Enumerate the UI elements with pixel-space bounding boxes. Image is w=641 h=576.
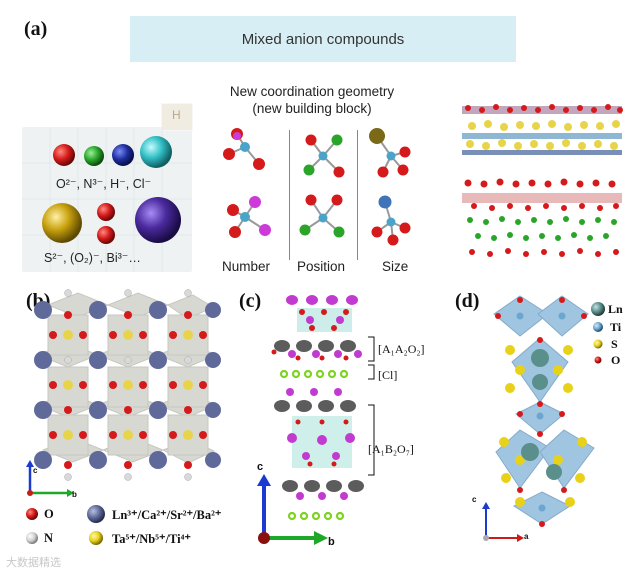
peroxide-sphere-bottom (97, 226, 115, 244)
legend-o-text: O (44, 507, 54, 522)
axis-label-c-d: c (472, 495, 476, 504)
legend-d-ln: Ln (608, 302, 623, 317)
oxygen-sphere (53, 144, 75, 166)
geometry-label-size: Size (382, 259, 408, 274)
bracket-label-a1a2o2: [A₁A₂O₂] (378, 342, 425, 357)
bismuth-sphere (135, 197, 181, 243)
ion-row2-label: S²⁻, (O₂)⁻, Bi³⁻… (44, 250, 141, 265)
axes-panel-c (250, 470, 340, 550)
legend-n-marker (26, 532, 38, 544)
axis-label-c-c: c (257, 461, 263, 473)
geometry-title: New coordination geometry (new building … (222, 83, 402, 117)
legend-n-text: N (44, 531, 53, 546)
geometry-title-line2: (new building block) (222, 100, 402, 117)
legend-d-o: O (611, 353, 620, 368)
axis-label-a-d: a (524, 532, 528, 541)
watermark: 大数据精选 (6, 554, 61, 570)
layered-structure-top (462, 104, 623, 155)
hydride-sphere (112, 144, 134, 166)
corner-element-label: H (172, 108, 181, 122)
geometry-label-number: Number (222, 259, 270, 274)
nitrogen-sphere (84, 146, 104, 166)
legend-s-marker-d (594, 340, 603, 349)
legend-d-s: S (611, 337, 618, 352)
axis-label-b-b: b (72, 490, 77, 499)
panel-d-label: (d) (455, 290, 479, 313)
oxysulfide-structure-d (490, 292, 598, 532)
geometry-label-position: Position (297, 259, 345, 274)
legend-ti-marker-d (593, 322, 603, 332)
legend-ta-marker (89, 531, 103, 545)
layered-structure-bottom (462, 179, 622, 258)
axis-label-c-b: c (33, 466, 37, 475)
panel-c-label: (c) (239, 290, 261, 313)
bracket-label-a1b2o7: [A₁B₂O₇] (368, 442, 414, 457)
ion-row1-label: O²⁻, N³⁻, H⁻, Cl⁻ (56, 176, 151, 191)
panel-a-label: (a) (24, 18, 47, 41)
legend-o-marker (26, 508, 38, 520)
axes-panel-b (22, 455, 92, 500)
legend-o-marker-d (595, 357, 602, 364)
legend-d-markers (590, 300, 610, 380)
banner-text: Mixed anion compounds (242, 31, 405, 48)
bracket-label-cl: [Cl] (378, 368, 397, 383)
layered-structure-images (462, 88, 627, 268)
legend-ln-text: Ln³⁺/Ca²⁺/Sr²⁺/Ba²⁺ (112, 507, 221, 523)
legend-ln-marker (87, 505, 105, 523)
periodic-table-graphic: H O²⁻, N³⁻, H⁻, Cl⁻ S²⁻, (O₂)⁻, Bi³⁻… (22, 127, 192, 272)
sulfur-sphere (42, 203, 82, 243)
mixed-anion-banner: Mixed anion compounds (130, 16, 516, 62)
legend-d-ti: Ti (610, 320, 621, 335)
chloride-sphere (140, 136, 172, 168)
geometry-title-line1: New coordination geometry (222, 83, 402, 100)
axis-label-b-c: b (328, 536, 335, 548)
legend-ln-marker-d (591, 302, 605, 316)
peroxide-sphere-top (97, 203, 115, 221)
coordination-geometry-diagrams (215, 122, 415, 257)
axes-panel-d (478, 498, 538, 546)
legend-ta-text: Ta⁵⁺/Nb⁵⁺/Ti⁴⁺ (112, 531, 191, 547)
